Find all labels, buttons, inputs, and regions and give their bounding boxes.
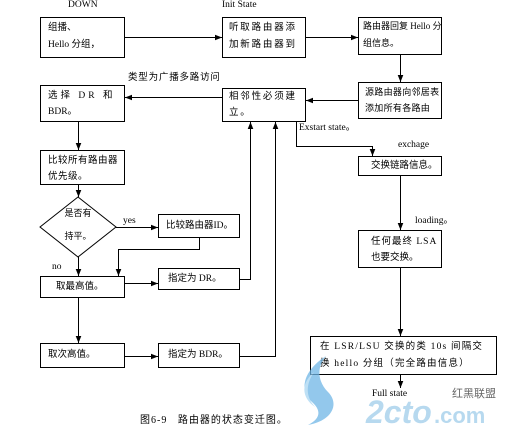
decision-tie-check-text: 是否有 持平。: [40, 202, 116, 248]
box-line: 优先级。: [48, 172, 89, 182]
box-take-second: 取次高值。: [40, 343, 125, 368]
box-adjacency: 相邻性必须建 立。: [222, 88, 306, 122]
box-assign-dr: 指定为 DR。: [158, 268, 240, 290]
box-line: 换 hello 分组（完全路由信息）: [320, 359, 470, 369]
box-line: 立。: [229, 108, 252, 118]
state-label-exstart: Exstart state。: [299, 123, 356, 133]
box-line: 源路由器向邻居表: [365, 87, 440, 97]
box-final-lsa: 任何最终 LSA 也要交换。: [358, 230, 442, 268]
decision-line: 持平。: [64, 231, 92, 241]
arrow-adjacency-to-exchange: [296, 122, 376, 156]
box-source-router: 源路由器向邻居表 添加所有各路由: [358, 82, 442, 119]
box-line: 取最高值。: [56, 282, 104, 292]
box-line: 在 LSR/LSU 交换的类 10s 间隔交: [320, 342, 484, 352]
box-line: 相邻性必须建: [229, 92, 297, 102]
box-line: Hello 分组，: [48, 40, 100, 50]
box-exchange-link-info: 交换链路信息。: [358, 156, 442, 176]
box-hello-interval: 在 LSR/LSU 交换的类 10s 间隔交 换 hello 分组（完全路由信息…: [310, 336, 497, 375]
edge-label-broadcast-multiaccess: 类型为广播多路访问: [128, 73, 221, 83]
box-compare-router-id: 比较路由器ID。: [158, 214, 240, 238]
box-line: 比较路由器ID。: [166, 221, 234, 231]
arrow-router-id-to-take-highest: [115, 238, 200, 276]
box-line: 指定为 BDR。: [168, 350, 228, 360]
box-listen-router: 听取路由器添 加新路由器到: [222, 17, 306, 58]
box-line: 也要交换。: [371, 253, 419, 263]
state-label-init: Init State: [222, 0, 257, 10]
state-label-down: DOWN: [68, 0, 98, 10]
box-line: 添加所有各路由: [365, 103, 431, 113]
arrow-assign-bdr-to-adjacency: [240, 122, 279, 357]
box-multicast-hello: 组播、 Hello 分组，: [40, 17, 125, 58]
edge-label-yes: yes: [123, 216, 136, 226]
state-label-exchange: exchage: [398, 140, 430, 150]
state-label-full: Full state: [372, 389, 408, 399]
box-line: 听取路由器添: [229, 23, 297, 33]
box-line: 交换链路信息。: [371, 161, 438, 171]
box-line: 选择 DR 和: [48, 91, 116, 101]
decision-line: 是否有: [64, 208, 92, 218]
box-router-reply: 路由器回复 Hello 分 组信息。: [358, 17, 442, 55]
edge-label-no: no: [52, 262, 62, 272]
box-line: 取次高值。: [48, 350, 96, 360]
box-line: 组播、: [48, 23, 77, 33]
box-line: 路由器回复 Hello 分: [363, 21, 442, 31]
box-line: 任何最终 LSA: [371, 237, 438, 247]
box-line: 比较所有路由器: [48, 156, 119, 166]
box-take-highest: 取最高值。: [40, 276, 125, 298]
arrow-assign-dr-to-adjacency: [240, 122, 254, 280]
box-line: BDR。: [48, 107, 78, 117]
box-assign-bdr: 指定为 BDR。: [158, 343, 240, 368]
state-label-loading: loading。: [415, 216, 453, 226]
box-compare-priority: 比较所有路由器 优先级。: [40, 150, 125, 185]
box-line: 加新路由器到: [229, 40, 297, 50]
box-line: 指定为 DR。: [168, 274, 222, 284]
figure-caption: 图6-9 路由器的状态变迁图。: [140, 415, 288, 426]
box-line: 组信息。: [363, 38, 400, 48]
box-select-dr-bdr: 选择 DR 和 BDR。: [40, 85, 125, 122]
